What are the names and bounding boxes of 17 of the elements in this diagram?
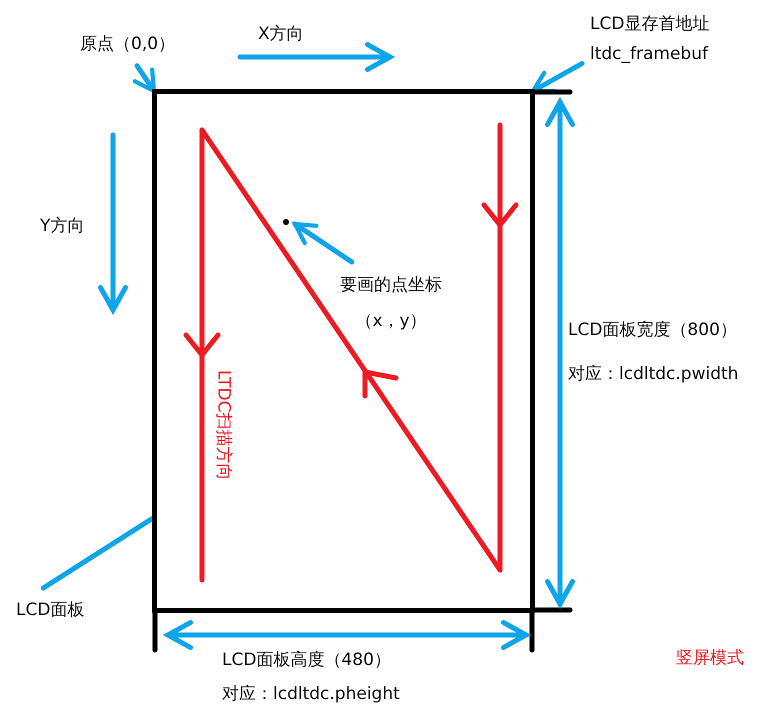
point-dot xyxy=(283,219,289,225)
axis-label: X方向 xyxy=(258,24,304,46)
dimension-label: 对应：lcdltdc.pheight xyxy=(222,684,400,706)
arrow xyxy=(292,222,354,264)
point-label: 要画的点坐标（x，y） xyxy=(335,268,447,340)
scan-direction-label: LTDC扫描方向 xyxy=(212,370,234,480)
leader-line xyxy=(40,516,154,590)
arrow xyxy=(132,63,156,94)
panel-label: LCD面板 xyxy=(16,596,84,626)
origin-label: 原点（0,0） xyxy=(80,30,176,60)
axis-label: Y方向 xyxy=(40,216,84,238)
dimension-label: LCD面板高度（480） xyxy=(222,650,391,672)
mode-label: 竖屏模式 xyxy=(676,648,744,670)
lcd-panel-frame xyxy=(152,89,535,613)
dimension-label: 对应：lcdltdc.pwidth xyxy=(568,364,738,386)
dimension-label: LCD面板宽度（800） xyxy=(568,320,737,342)
address-label: LCD显存首地址 ltdc_framebuf xyxy=(590,10,710,70)
